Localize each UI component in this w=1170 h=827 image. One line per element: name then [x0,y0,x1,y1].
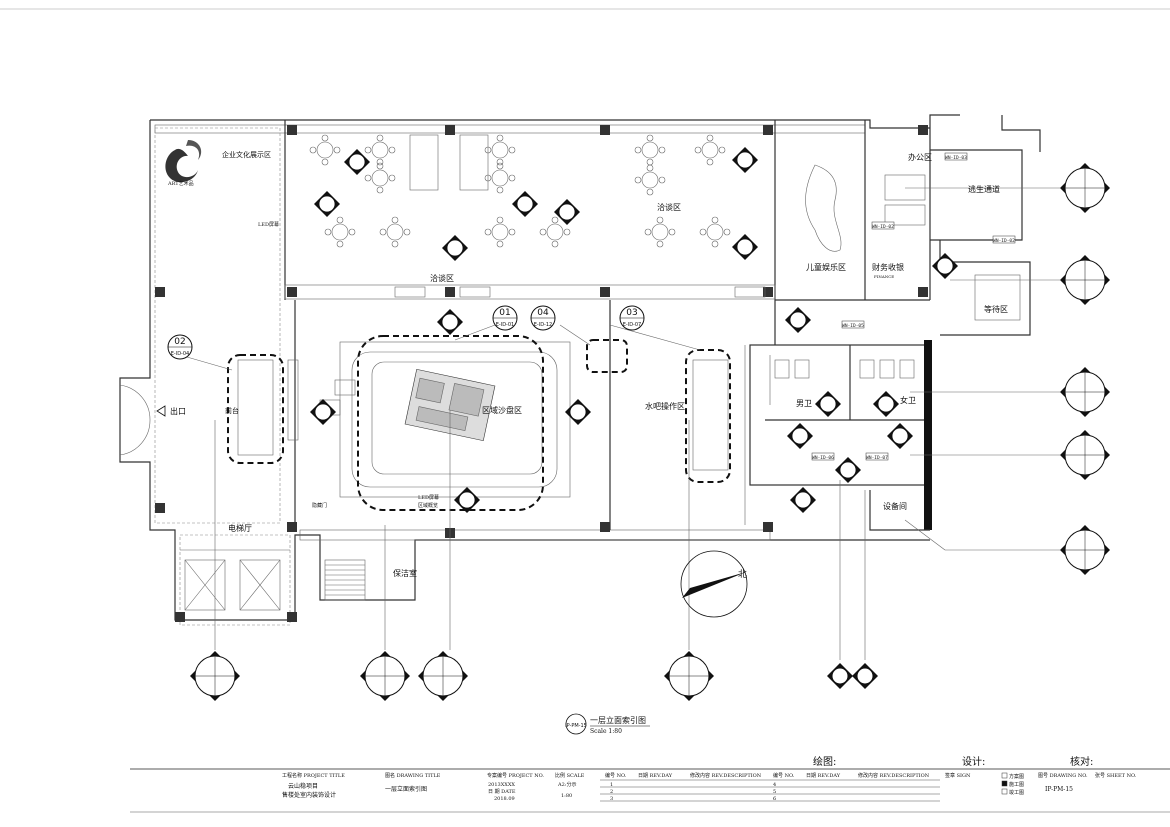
scale-value-2: 1:80 [561,793,572,799]
rev-row: 4 [773,782,776,788]
room-label: 等待区 [984,304,1008,314]
callout-ref: E-ID-01 [496,322,514,328]
index-symbols [190,163,1110,701]
callout-03: 03 E-ID-07 [619,305,645,331]
stage-option: 竣工图 [1009,789,1024,796]
sandtable-zone [339,335,571,511]
rev-date-label: 日期 REV.DAY [638,773,673,779]
room-label: 儿童娱乐区 [806,262,846,272]
rev-no-label-2: 编号 NO. [773,772,795,779]
drawing-title: IP-PM-15 一层立面索引图 Scale 1:80 [565,713,650,735]
callout-num: 02 [174,337,185,347]
rev-desc-label-2: 修改内容 REV.DESCRIPTION [858,772,930,779]
rev-date-label-2: 日期 REV.DAY [806,773,841,779]
room-label: 区域沙盘区 [482,405,522,415]
room-label: LED屏幕 [418,494,439,501]
callout-num: 03 [626,308,637,318]
negotiation-tables [237,134,1021,471]
company-logo-icon [165,140,202,183]
stage-option: 施工图 [1009,781,1024,788]
room-label: 洽谈区 [657,202,681,212]
room-label: 财务收银 [872,262,904,272]
callout-01: 01 E-ID-01 [492,305,518,331]
project-name-1: 云山稳项目 [288,782,318,790]
room-label: 女卫 [900,395,916,405]
rev-desc-label: 修改内容 REV.DESCRIPTION [690,772,762,779]
rev-row: 2 [610,789,613,795]
design-label: 设计: [962,755,985,768]
scale-value: A2:分示 [557,781,576,788]
room-label: FINANCE [874,274,894,279]
room-label: LED屏幕 [258,221,279,228]
tag: WN-ID-06 [812,455,834,461]
title-scale: Scale 1:80 [590,728,622,735]
rev-row: 3 [610,796,613,802]
callout-04: 04 E-ID-12 [530,305,556,331]
stage-option: 方案图 [1009,773,1024,780]
elevation-markers [310,147,958,513]
room-label: 区域概览 [418,502,438,509]
front-desk-callout [227,354,284,464]
callout-ref: E-ID-12 [534,322,552,328]
room-label: 保洁室 [393,568,417,578]
walls [119,114,1041,626]
tag: WN-ID-03 [945,155,967,161]
date-label: 日 期 DATE [488,789,516,795]
drawing-no-label: 图号 DRAWING NO. [1038,773,1088,779]
callout-ref: E-ID-07 [623,322,641,328]
rev-no-label: 编号 NO. [605,772,627,779]
room-label: 出口 [170,406,186,416]
check-label: 核对: [1070,755,1093,768]
title-badge: IP-PM-15 [565,723,587,729]
room-labels: 企业文化展示区 ART艺术品 LED屏幕 洽谈区 洽谈区 儿童娱乐区 办公区 逃… [156,150,1008,578]
date-value: 2018.09 [494,796,515,802]
drawing-title-label: 图名 DRAWING TITLE [385,772,441,779]
structural-columns [155,125,928,622]
sign-label: 签章 SIGN [945,772,971,779]
callout-ref: E-ID-04 [171,351,189,357]
north-label: 北 [738,569,747,580]
drawing-title-value: 一层立面索引图 [385,785,427,793]
room-label: 企业文化展示区 [222,150,271,159]
tag: WN-ID-02 [993,238,1015,244]
scale-label: 比例 SCALE [555,772,585,779]
room-label: 设备间 [883,501,907,511]
callout-02: 02 E-ID-04 [167,334,193,360]
leader-lines [179,187,1060,660]
room-label: 隐藏门 [312,502,327,509]
room-label: 水吧操作区 [645,401,685,411]
project-no: 2013XXXX [488,782,515,788]
project-no-label: 专案编号 PROJECT NO. [487,772,544,779]
room-label: 洽谈区 [430,273,454,283]
callout-num: 04 [537,308,549,318]
north-arrow-icon: 北 [680,550,748,618]
column-callout [586,339,628,373]
title-block: 绘图: 设计: 核对: 工程名称 PROJECT TITLE 云山稳项目 售楼处… [130,755,1170,813]
rev-row: 5 [773,789,776,795]
callout-num: 01 [499,308,510,318]
exit-arrow-icon [156,405,166,417]
tag: WN-ID-05 [842,323,864,329]
room-label: 逃生通道 [968,184,1000,194]
wall-tags: WN-ID-03 WN-ID-02 WN-ID-02 WN-ID-05 WN-I… [811,152,1016,461]
rev-row: 1 [610,782,613,788]
draw-label: 绘图: [813,755,836,768]
tag: WN-ID-07 [866,455,888,461]
room-label: 电梯厅 [228,523,252,533]
rev-row: 6 [773,796,776,802]
title-text: 一层立面索引图 [590,715,646,725]
room-label: 男卫 [796,399,812,408]
drawing-no: IP-PM-15 [1045,786,1073,793]
room-label: 办公区 [908,152,932,162]
room-label: ART艺术品 [167,180,194,187]
project-name-2: 售楼处室内装饰设计 [282,791,336,799]
sheet-no-label: 张号 SHEET NO. [1095,772,1137,779]
bar-callout [685,349,731,483]
room-label: 前台 [225,406,239,415]
project-title-label: 工程名称 PROJECT TITLE [282,772,345,779]
tag: WN-ID-02 [872,224,894,230]
